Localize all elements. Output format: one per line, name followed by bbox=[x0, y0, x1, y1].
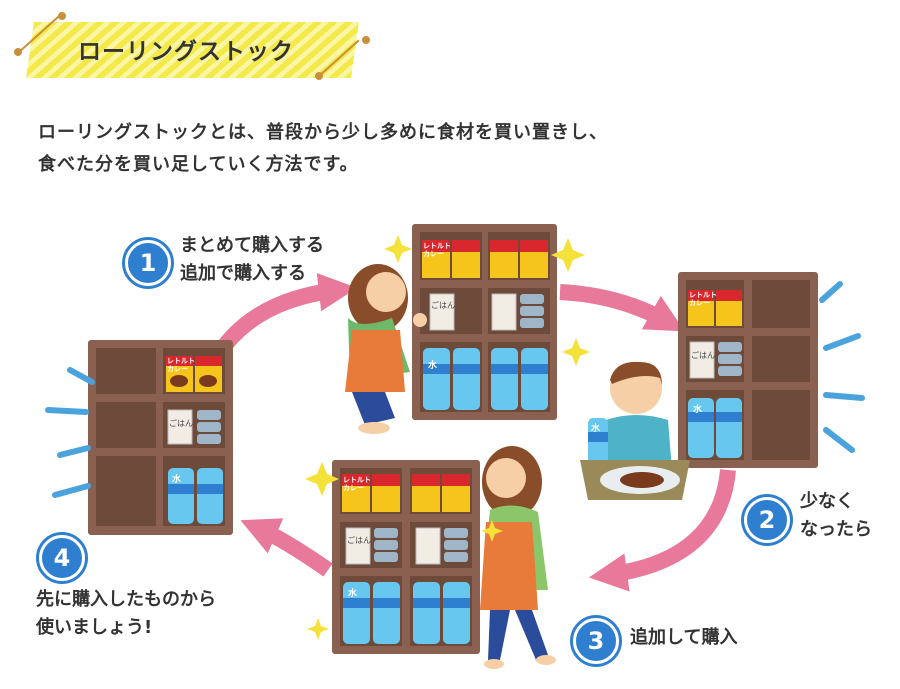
shelf-bottom bbox=[332, 460, 480, 654]
water-label: 水 bbox=[348, 589, 358, 599]
page-title: ローリングストック bbox=[78, 39, 294, 65]
water-label: 水 bbox=[428, 361, 438, 371]
rice-label: ごはん bbox=[431, 301, 455, 310]
cycle-arrow-3 bbox=[588, 469, 736, 592]
description-line-2: 食べた分を買い足していく方法です。 bbox=[38, 154, 359, 175]
water-label: 水 bbox=[172, 475, 182, 485]
rice-label: ごはん bbox=[691, 351, 715, 360]
sparkle-icon bbox=[307, 618, 329, 640]
woman-stocking-illustration bbox=[345, 264, 427, 434]
step-3-badge: 3 bbox=[573, 618, 619, 664]
cycle-arrow-4 bbox=[240, 518, 333, 577]
step-4-badge: 4 bbox=[39, 535, 85, 581]
step-3-label: 追加して購入 bbox=[630, 627, 738, 648]
step-2-badge: 2 bbox=[744, 497, 790, 543]
cycle-arrow-2 bbox=[559, 284, 685, 332]
water-label: 水 bbox=[591, 424, 601, 434]
step-4-label: 先に購入したものから使いましょう! bbox=[36, 589, 216, 638]
banner-dot bbox=[58, 12, 66, 20]
sparkle-icon bbox=[384, 235, 412, 263]
curry-label: レトルトカレー bbox=[343, 476, 371, 492]
banner-dot bbox=[315, 72, 323, 80]
banner-dot bbox=[362, 36, 370, 44]
step-2-label: 少なくなったら bbox=[800, 491, 872, 540]
step-1-label: まとめて購入する追加で購入する bbox=[180, 235, 324, 284]
step-1-badge: 1 bbox=[125, 240, 171, 286]
description-line-1: ローリングストックとは、普段から少し多めに食材を買い置きし、 bbox=[38, 122, 608, 143]
sparkle-icon bbox=[305, 462, 339, 496]
rice-label: ごはん bbox=[347, 536, 371, 545]
woman-walking-illustration bbox=[480, 446, 556, 669]
shelf-left bbox=[45, 340, 233, 535]
banner-dot bbox=[14, 48, 22, 56]
boy-eating-illustration bbox=[580, 361, 690, 500]
curry-label: レトルトカレー bbox=[167, 357, 195, 373]
shelf-right bbox=[678, 272, 865, 468]
sparkle-icon bbox=[551, 238, 585, 272]
sparkle-icon bbox=[481, 520, 503, 542]
cycle-arrow-1 bbox=[208, 273, 358, 365]
water-label: 水 bbox=[693, 405, 703, 415]
shelf-top bbox=[412, 224, 557, 420]
curry-label: レトルトカレー bbox=[423, 242, 451, 258]
rice-label: ごはん bbox=[169, 419, 193, 428]
curry-label: レトルトカレー bbox=[689, 291, 717, 307]
sparkle-icon bbox=[562, 338, 590, 366]
